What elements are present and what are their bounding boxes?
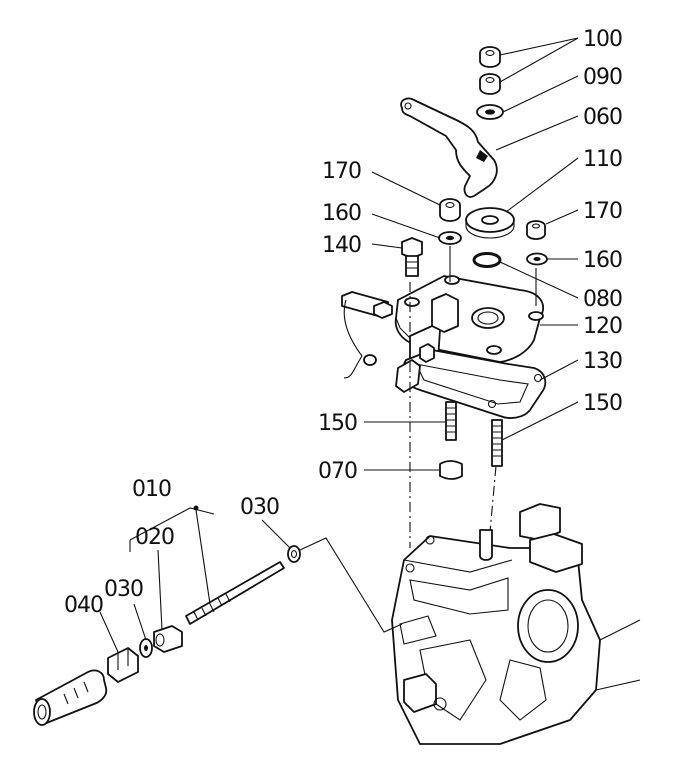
callout-070: 070 xyxy=(318,459,357,484)
callout-160-left: 160 xyxy=(322,201,361,226)
callout-040: 040 xyxy=(64,593,103,618)
part-140-bolt xyxy=(401,237,423,277)
leader-lines xyxy=(99,37,579,653)
group-010-bracket xyxy=(129,507,215,552)
part-030-washer-right xyxy=(287,545,301,563)
assembly-centerlines xyxy=(409,246,537,548)
part-100-nuts xyxy=(479,46,501,95)
part-080-o-ring xyxy=(472,252,502,268)
callout-010: 010 xyxy=(132,477,171,502)
part-150-stud-left xyxy=(445,401,457,441)
callout-150-right: 150 xyxy=(583,391,622,416)
part-060-lever xyxy=(400,97,498,198)
callout-160-right: 160 xyxy=(583,248,622,273)
part-160-washer-left xyxy=(438,231,462,245)
part-030-washer-left xyxy=(139,638,153,658)
callout-080: 080 xyxy=(583,287,622,312)
callout-120: 120 xyxy=(583,314,622,339)
part-160-washer-right xyxy=(526,252,548,266)
part-040-sleeve xyxy=(33,669,108,726)
callout-130: 130 xyxy=(583,349,622,374)
callout-030-left: 030 xyxy=(104,577,143,602)
callout-150-left: 150 xyxy=(318,411,357,436)
part-left-bolt-and-wire xyxy=(341,291,435,393)
part-120-cover xyxy=(394,275,544,369)
callout-100: 100 xyxy=(583,27,622,52)
callout-140: 140 xyxy=(322,233,361,258)
callout-170-left: 170 xyxy=(322,159,361,184)
callout-060: 060 xyxy=(583,105,622,130)
callout-170-right: 170 xyxy=(583,199,622,224)
part-150-stud-right xyxy=(491,419,503,467)
part-040-cap-nut xyxy=(107,647,139,683)
callout-110: 110 xyxy=(583,147,622,172)
callout-020: 020 xyxy=(135,525,174,550)
callout-labels: 100 090 060 110 170 160 140 170 160 080 … xyxy=(64,27,623,618)
part-010-rod xyxy=(185,505,285,625)
callout-030-right: 030 xyxy=(240,495,279,520)
rod-assembly-line xyxy=(299,537,403,633)
part-110-washer xyxy=(465,207,515,239)
part-170-nut-left xyxy=(439,198,461,222)
pump-housing xyxy=(391,503,641,745)
callout-090: 090 xyxy=(583,65,622,90)
part-090-washer xyxy=(476,104,504,120)
part-170-nut-right xyxy=(526,220,546,240)
part-020-nut xyxy=(153,625,183,653)
part-070-cap xyxy=(439,460,463,480)
